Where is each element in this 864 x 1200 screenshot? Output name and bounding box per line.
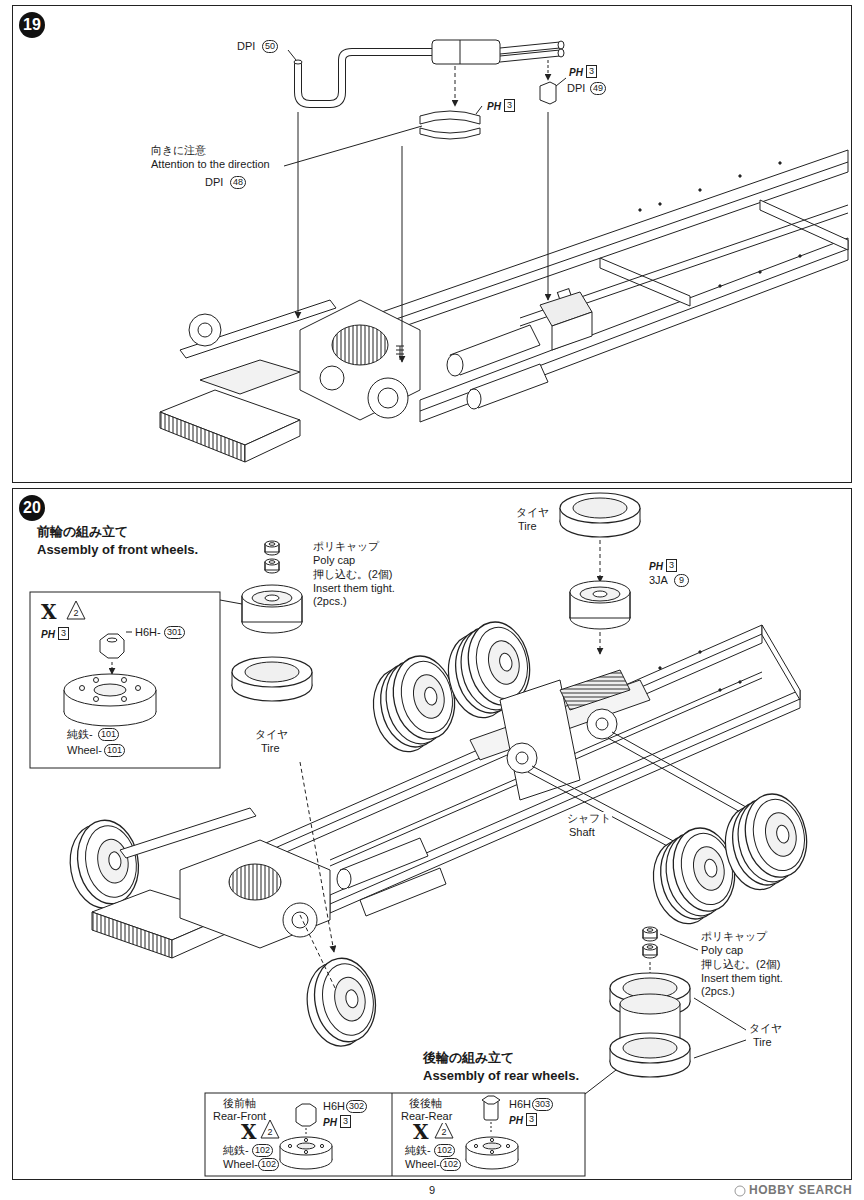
part-label: H6H <box>322 1100 346 1113</box>
caution-number: 2 <box>439 1128 449 1137</box>
part-label: 向きに注意 <box>150 144 207 157</box>
part-label: Wheel- <box>66 744 103 757</box>
part-label: ポリキャップ <box>312 540 380 553</box>
part-number: 9 <box>674 574 689 587</box>
part-number: 102 <box>258 1158 279 1171</box>
part-number: 102 <box>440 1158 461 1171</box>
part-label: H6H- <box>134 626 162 639</box>
part-label: タイヤ <box>748 1022 783 1035</box>
glue-mark: PH <box>486 100 502 113</box>
part-label: Poly cap <box>700 944 744 957</box>
part-label: 押し込む。(2個) <box>700 958 781 971</box>
part-label: 3JA <box>648 574 669 587</box>
step-number: 20 <box>19 495 45 521</box>
step-panel: 19 <box>12 5 852 483</box>
x-mark: X <box>412 1122 430 1142</box>
part-number: 50 <box>262 40 278 53</box>
part-label: H6H <box>508 1098 532 1111</box>
section-heading: 前輪の組み立て <box>36 524 129 540</box>
paint-code: 3 <box>586 65 597 78</box>
part-number: 48 <box>230 176 246 189</box>
part-label: 純鉄- <box>66 728 94 741</box>
note-text: Insert them tight. (2pcs.) <box>312 582 426 608</box>
part-label: Shaft <box>568 826 596 839</box>
page-number: 9 <box>428 1184 436 1197</box>
part-label: 純鉄- <box>222 1144 250 1157</box>
part-number: 102 <box>252 1144 273 1157</box>
step20-exploded-parts <box>30 493 746 1196</box>
part-label: Attention to the direction <box>150 158 271 171</box>
step19-chassis <box>160 150 848 462</box>
caution-number: 2 <box>265 1128 275 1137</box>
part-number: 301 <box>164 626 185 639</box>
section-heading: Assembly of front wheels. <box>36 542 199 558</box>
watermark: HOBBY SEARCH <box>748 1184 853 1197</box>
x-mark: X <box>240 1122 258 1142</box>
part-label: タイヤ <box>254 728 289 741</box>
part-label: Wheel- <box>404 1158 441 1171</box>
part-label: DPI <box>566 82 586 95</box>
glue-mark: PH <box>568 66 584 79</box>
glue-mark: PH <box>322 1116 338 1129</box>
paint-code: 3 <box>666 559 677 572</box>
part-label: DPI <box>204 176 224 189</box>
part-label: Wheel- <box>222 1158 259 1171</box>
caution-number: 2 <box>71 609 81 618</box>
part-label: ポリキャップ <box>700 930 768 943</box>
note-text: Insert them tight. (2pcs.) <box>700 972 814 998</box>
section-heading: Assembly of rear wheels. <box>422 1068 580 1084</box>
paint-code: 3 <box>58 627 69 640</box>
part-label: シャフト <box>566 812 612 825</box>
part-number: 49 <box>590 82 606 95</box>
paint-code: 3 <box>340 1115 351 1128</box>
step19-exhaust <box>284 40 566 362</box>
part-number: 303 <box>532 1098 553 1111</box>
part-number: 302 <box>346 1100 367 1113</box>
part-label: タイヤ <box>515 506 550 519</box>
paint-code: 3 <box>526 1113 537 1126</box>
part-label: 後前軸 <box>222 1097 257 1110</box>
part-number: 102 <box>434 1144 455 1157</box>
part-label: Tire <box>517 520 538 533</box>
part-label: 純鉄- <box>404 1144 432 1157</box>
part-label: Tire <box>260 742 281 755</box>
part-number: 101 <box>104 744 125 757</box>
part-number: 101 <box>98 728 119 741</box>
part-label: Poly cap <box>312 554 356 567</box>
part-label: 後後軸 <box>408 1097 443 1110</box>
step-number: 19 <box>19 12 45 38</box>
glue-mark: PH <box>508 1114 524 1127</box>
section-heading: 後輪の組み立て <box>422 1050 515 1066</box>
x-mark: X <box>40 602 58 622</box>
part-label: 押し込む。(2個) <box>312 568 393 581</box>
glue-mark: PH <box>40 628 56 641</box>
part-label: Tire <box>752 1036 773 1049</box>
part-label: DPI <box>236 40 256 53</box>
glue-mark: PH <box>648 560 664 573</box>
paint-code: 3 <box>504 99 515 112</box>
